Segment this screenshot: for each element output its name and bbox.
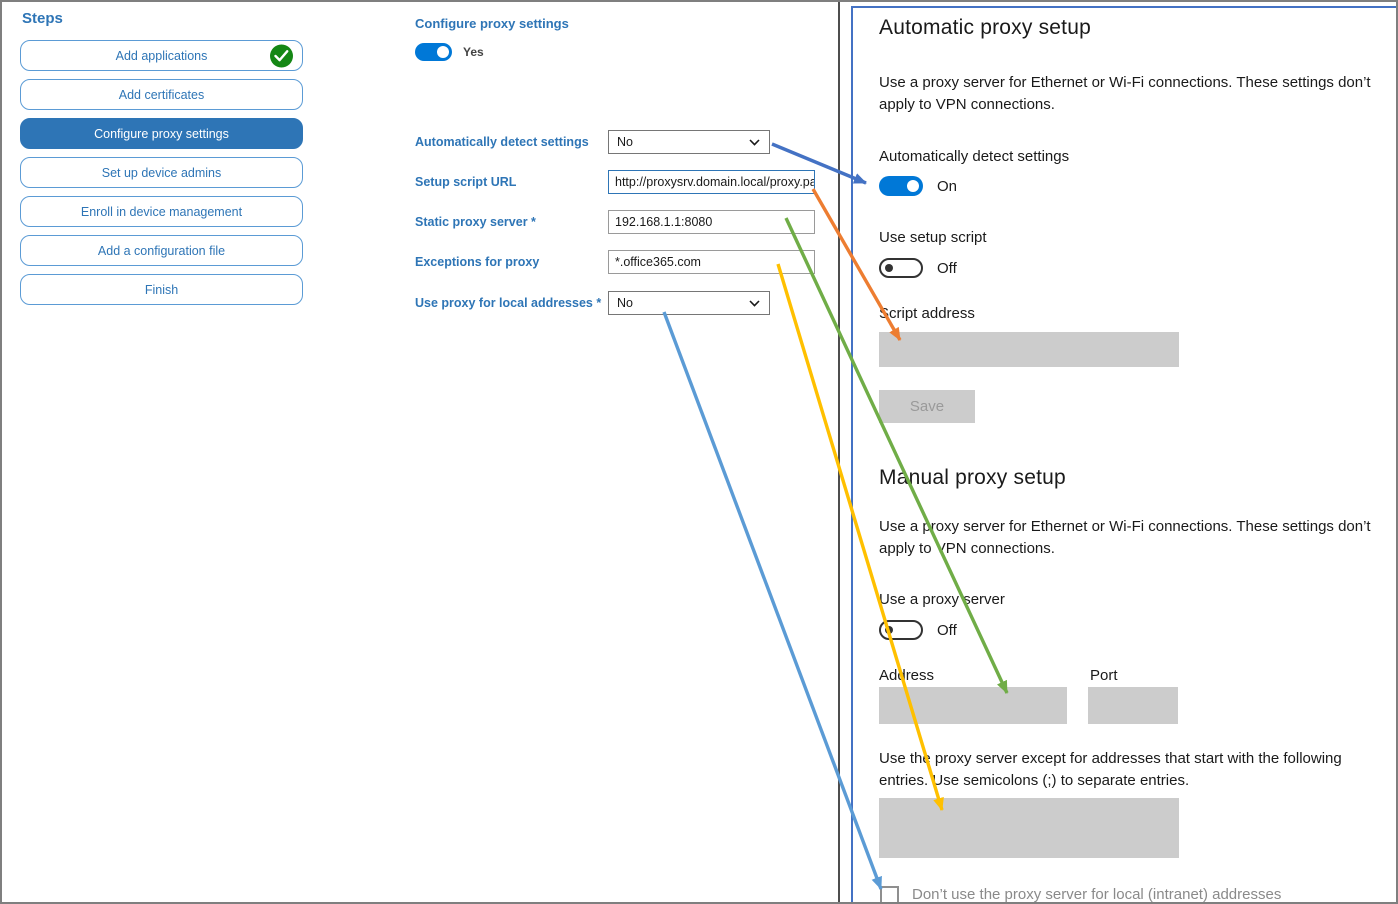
field-row-exceptions-for-proxy: Exceptions for proxy *.office365.com [415,250,845,274]
configure-proxy-toggle-state: Yes [463,45,484,59]
automatically-detect-settings-select[interactable]: No [608,130,770,154]
step-add-a-configuration-file[interactable]: Add a configuration file [20,235,303,266]
step-finish[interactable]: Finish [20,274,303,305]
save-button[interactable]: Save [879,390,975,423]
manual-proxy-setup-heading: Manual proxy setup [879,466,1066,489]
select-value: No [617,296,633,310]
steps-title: Steps [22,10,63,27]
check-icon [274,49,289,61]
address-label: Address [879,667,935,684]
input-value: 192.168.1.1:8080 [615,215,713,229]
manual-proxy-description: Use a proxy server for Ethernet or Wi-Fi… [879,518,1371,557]
step-label: Add a configuration file [97,243,226,258]
use-proxy-server-toggle-state: Off [937,621,957,639]
use-proxy-server-label: Use a proxy server [879,591,1005,608]
automatic-proxy-description: Use a proxy server for Ethernet or Wi-Fi… [879,74,1371,113]
static-proxy-server-input[interactable]: 192.168.1.1:8080 [608,210,815,234]
script-address-label: Script address [879,305,975,322]
chevron-down-icon [749,299,760,307]
step-set-up-device-admins[interactable]: Set up device admins [20,157,303,188]
field-label-setup-script-url: Setup script URL [415,175,517,189]
windows-proxy-settings-panel: Automatic proxy setup Use a proxy server… [851,6,1396,903]
input-value: http://proxysrv.domain.local/proxy.pa [615,175,815,189]
use-setup-script-toggle-row: Off [879,258,957,278]
proxy-exceptions-input[interactable] [879,798,1179,858]
step-label: Finish [144,282,179,297]
configure-proxy-toggle[interactable] [415,43,452,61]
proxy-settings-editor: Configure proxy settings Yes Automatical… [415,2,845,902]
step-label: Set up device admins [101,165,222,180]
configure-proxy-toggle-row: Yes [415,43,484,61]
detect-settings-toggle-row: On [879,176,957,196]
field-row-automatically-detect-settings: Automatically detect settings No [415,130,845,154]
script-address-input[interactable] [879,332,1179,367]
use-proxy-server-toggle[interactable] [879,620,923,640]
step-add-certificates[interactable]: Add certificates [20,79,303,110]
input-value: *.office365.com [615,255,701,269]
field-label-static-proxy-server: Static proxy server * [415,215,536,229]
field-row-use-proxy-for-local-addresses: Use proxy for local addresses * No [415,291,845,315]
step-configure-proxy-settings[interactable]: Configure proxy settings [20,118,303,149]
detect-settings-toggle-state: On [937,177,958,195]
use-proxy-for-local-addresses-select[interactable]: No [608,291,770,315]
local-addresses-checkbox-label: Don’t use the proxy server for local (in… [912,886,1282,903]
select-value: No [617,135,633,149]
editor-title: Configure proxy settings [415,16,569,31]
exceptions-for-proxy-input[interactable]: *.office365.com [608,250,815,274]
detect-settings-toggle[interactable] [879,176,923,196]
field-label-automatically-detect-settings: Automatically detect settings [415,135,589,149]
use-proxy-server-toggle-row: Off [879,620,957,640]
setup-script-url-input[interactable]: http://proxysrv.domain.local/proxy.pa [608,170,815,194]
step-label: Add certificates [118,87,205,102]
local-addresses-checkbox[interactable] [880,886,899,902]
field-label-exceptions-for-proxy: Exceptions for proxy [415,255,540,269]
field-row-setup-script-url: Setup script URL http://proxysrv.domain.l… [415,170,845,194]
local-addresses-checkbox-row: Don’t use the proxy server for local (in… [880,886,1282,903]
field-label-use-proxy-for-local-addresses: Use proxy for local addresses * [415,296,602,310]
detect-settings-label: Automatically detect settings [879,148,1070,165]
use-setup-script-toggle[interactable] [879,258,923,278]
step-enroll-in-device-management[interactable]: Enroll in device management [20,196,303,227]
proxy-address-input[interactable] [879,687,1067,724]
panel-divider [838,2,840,902]
completed-check-icon [270,44,293,67]
step-label: Configure proxy settings [94,126,229,141]
use-setup-script-label: Use setup script [879,229,987,246]
step-label: Enroll in device management [80,204,243,219]
chevron-down-icon [749,138,760,146]
field-row-static-proxy-server: Static proxy server * 192.168.1.1:8080 [415,210,845,234]
proxy-exceptions-description: Use the proxy server except for addresse… [879,750,1342,789]
port-label: Port [1090,667,1118,684]
step-label: Add applications [115,48,208,63]
step-add-applications[interactable]: Add applications [20,40,303,71]
proxy-port-input[interactable] [1088,687,1178,724]
automatic-proxy-setup-heading: Automatic proxy setup [879,16,1091,39]
use-setup-script-toggle-state: Off [937,259,957,277]
